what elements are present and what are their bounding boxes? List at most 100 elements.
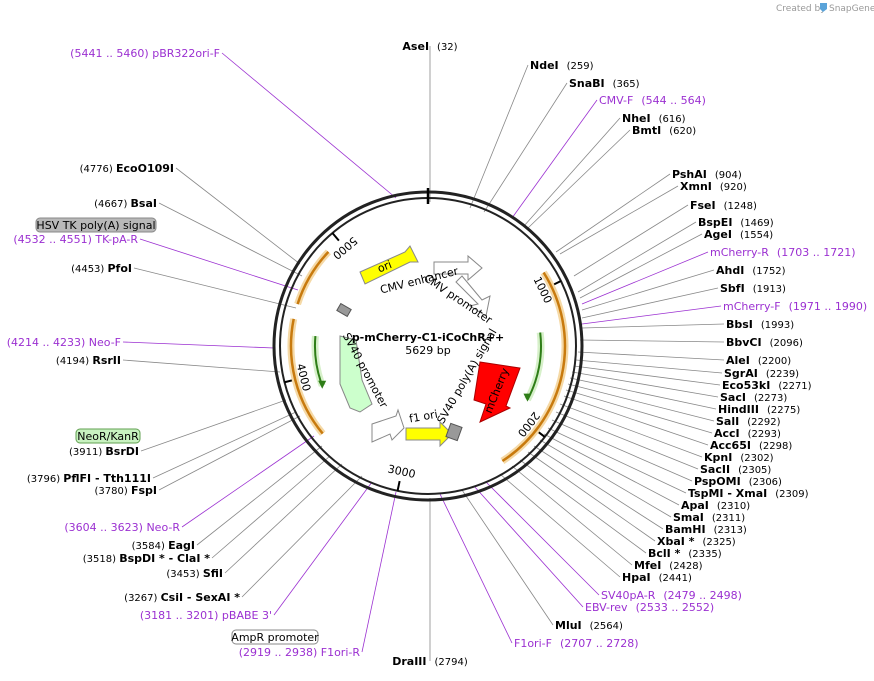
leader-right-35 — [499, 473, 621, 578]
right-label-24: Acc65I(2298) — [710, 439, 792, 452]
box-label-ampr: AmpR promoter — [231, 631, 319, 644]
right-label-name: SnaBI — [569, 77, 605, 90]
left-label-name2: SexAI * — [195, 591, 240, 604]
left-label-sep: - — [91, 472, 103, 485]
leader-right-15 — [581, 323, 725, 329]
leader-right-38 — [461, 489, 554, 626]
right-label-name: TspMI — [688, 487, 724, 500]
left-label-7: (3911) BsrDI — [69, 445, 139, 458]
left-label-name: pBABE 3' — [222, 609, 272, 622]
right-label-name: mCherry-F — [723, 300, 781, 313]
right-label-name: FseI — [690, 199, 716, 212]
left-label-pos: (3584) — [132, 541, 168, 552]
left-label-name: pBR322ori-F — [152, 47, 220, 60]
right-label-pos: (2707 .. 2728) — [560, 637, 639, 650]
snapgene-brand: SnapGene — [829, 4, 874, 14]
left-label-name: FspI — [131, 484, 157, 497]
small-white-arrow — [371, 408, 405, 443]
right-label-name: AhdI — [716, 264, 744, 277]
leader-right-4 — [523, 117, 621, 227]
right-label-pos: (904) — [715, 170, 742, 181]
leader-right-32 — [527, 451, 656, 542]
left-label-name: PflFI — [63, 472, 91, 485]
ori-arrow — [359, 245, 419, 285]
right-label-39: F1ori-F (2707 .. 2728) — [514, 637, 639, 650]
leader-right-16 — [579, 339, 725, 343]
right-label-pos: (2479 .. 2498) — [663, 589, 742, 602]
right-label-name: BspEI — [698, 216, 732, 229]
box-hsv — [35, 217, 157, 233]
right-label-7: XmnI(920) — [680, 180, 747, 193]
right-label-pos: (365) — [613, 79, 640, 90]
left-label-name: BsaI — [131, 197, 157, 210]
right-label-name: HpaI — [622, 571, 651, 584]
leader-right-28 — [547, 427, 687, 494]
right-label-pos: (920) — [720, 182, 747, 193]
right-label-name: SacII — [700, 463, 730, 476]
mcherry-arrow — [473, 361, 521, 423]
right-label-pos: (2305) — [738, 465, 771, 476]
right-label-pos: (32) — [437, 42, 458, 53]
right-label-28: TspMI - XmaI(2309) — [688, 487, 809, 500]
leader-right-6 — [555, 173, 671, 253]
right-label-10: AgeI (1554) — [704, 228, 773, 241]
right-label-pos: (2302) — [740, 453, 773, 464]
right-label-pos: (2293) — [748, 429, 781, 440]
right-label-pos: (1248) — [724, 201, 757, 212]
leader-right-2 — [483, 82, 568, 213]
left-label-pos: (3780) — [95, 486, 131, 497]
orange-arc-left — [289, 318, 324, 435]
right-label-pos: (2096) — [770, 338, 803, 349]
leader-right-21 — [569, 377, 717, 410]
leader-right-25 — [559, 403, 703, 458]
leader-right-18 — [575, 359, 723, 374]
right-label-pos: (2292) — [747, 417, 780, 428]
right-label-4: NheI(616) — [622, 112, 686, 125]
right-label-37: EBV-rev(2533 .. 2552) — [585, 601, 714, 614]
leader-left-3 — [139, 238, 299, 291]
right-label-2: SnaBI (365) — [569, 77, 640, 90]
right-label-name: mCherry-R — [710, 246, 769, 259]
right-label-pos: (2441) — [659, 573, 692, 584]
left-label-name: TK-pA-R — [94, 233, 138, 246]
right-label-pos: (2275) — [767, 405, 800, 416]
right-label-name: AccI — [714, 427, 740, 440]
right-label-23: AccI (2293) — [714, 427, 781, 440]
right-label-pos: (2310) — [717, 501, 750, 512]
right-label-name2: XmaI — [736, 487, 767, 500]
right-label-name: SbfI — [720, 282, 745, 295]
left-label-pos: (3518) — [83, 554, 119, 565]
left-label-15: (3181 .. 3201) pBABE 3' — [140, 609, 272, 622]
leader-right-7 — [559, 185, 679, 255]
created-by-text: Created by — [776, 4, 826, 14]
leader-left-15 — [273, 481, 373, 616]
leader-left-10 — [181, 435, 315, 528]
right-label-sep: - — [724, 487, 736, 500]
right-label-pos: (2533 .. 2552) — [636, 601, 715, 614]
right-label-40: DraIII(2794) — [392, 655, 468, 668]
right-label-pos: (2794) — [435, 657, 468, 668]
feature-label-ori: ori — [376, 258, 394, 275]
leader-left-1 — [175, 167, 301, 265]
left-label-pos: (4776) — [80, 164, 116, 175]
leader-right-14 — [581, 305, 722, 325]
right-label-name: PspOMI — [694, 475, 741, 488]
right-label-pos: (1554) — [740, 230, 773, 241]
leader-right-10 — [579, 233, 703, 299]
left-label-1: (4776) EcoO109I — [80, 162, 174, 175]
leader-right-33 — [519, 459, 647, 554]
right-label-14: mCherry-F(1971 .. 1990) — [723, 300, 867, 313]
right-label-6: PshAI(904) — [672, 168, 742, 181]
left-label-pos: (3267) — [124, 593, 160, 604]
right-label-name: SmaI — [673, 511, 704, 524]
box-neokan — [75, 428, 141, 444]
right-label-name: AgeI — [704, 228, 732, 241]
leader-right-39 — [439, 493, 513, 644]
left-label-14: (3267) CsiI - SexAI * — [124, 591, 240, 604]
leader-left-16 — [361, 491, 397, 653]
leader-left-4 — [133, 267, 297, 309]
tick-label-5000: 5000 — [330, 234, 360, 262]
right-label-name: F1ori-F — [514, 637, 552, 650]
right-label-pos: (544 .. 564) — [641, 94, 706, 107]
left-label-3: (4532 .. 4551) TK-pA-R — [13, 233, 138, 246]
